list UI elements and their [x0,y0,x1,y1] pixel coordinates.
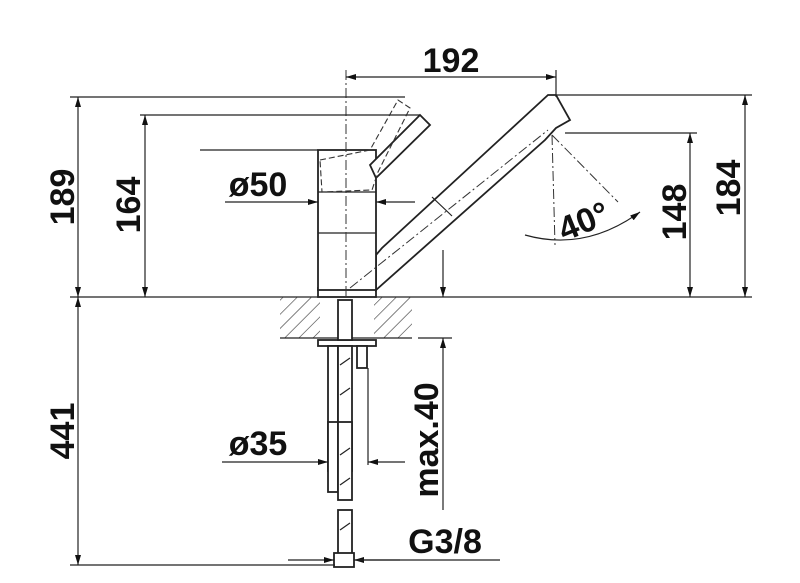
dim-body-diameter: ø50 [229,166,288,204]
faucet-body [317,70,572,298]
dim-outlet-height: 148 [656,184,694,241]
mounting-hoses [317,299,377,568]
dim-spout-reach: 192 [423,42,480,80]
dim-swivel-angle: 40° [553,195,615,249]
dim-shank-diameter: ø35 [229,425,288,463]
dim-total-height: 189 [44,169,82,226]
dim-spout-height: 184 [710,160,748,217]
dim-hose-length: 441 [44,403,82,460]
dim-handle-height: 164 [110,177,148,234]
dim-connection-thread: G3/8 [408,523,482,561]
dim-max-counter-thickness: max.40 [408,382,446,497]
